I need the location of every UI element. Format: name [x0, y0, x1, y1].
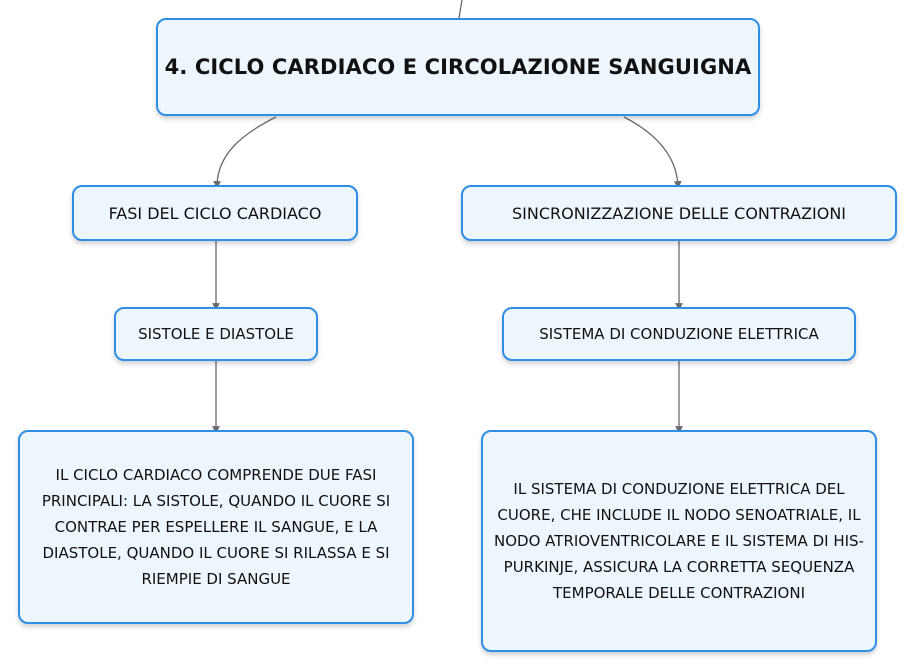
root-topic[interactable]: 4. CICLO CARDIACO E CIRCOLAZIONE SANGUIG… — [156, 18, 760, 116]
detail-sistole-diastole[interactable]: IL CICLO CARDIACO COMPRENDE DUE FASI PRI… — [18, 430, 414, 624]
topic-sincronizzazione-contrazioni[interactable]: SINCRONIZZAZIONE DELLE CONTRAZIONI — [461, 185, 897, 241]
connector-from-parent — [458, 0, 463, 19]
subtopic-sistole-diastole[interactable]: SISTOLE E DIASTOLE — [114, 307, 318, 361]
subtopic-label: SISTOLE E DIASTOLE — [138, 325, 294, 343]
topic-label: FASI DEL CICLO CARDIACO — [108, 203, 322, 223]
topic-label: SINCRONIZZAZIONE DELLE CONTRAZIONI — [511, 203, 847, 223]
connector-root-to-fasi — [213, 116, 277, 189]
detail-text: IL SISTEMA DI CONDUZIONE ELETTRICA DEL C… — [494, 480, 864, 602]
root-topic-label: 4. CICLO CARDIACO E CIRCOLAZIONE SANGUIG… — [164, 55, 752, 79]
topic-fasi-ciclo-cardiaco[interactable]: FASI DEL CICLO CARDIACO — [72, 185, 358, 241]
subtopic-label: SISTEMA DI CONDUZIONE ELETTRICA — [539, 325, 819, 343]
subtopic-sistema-conduzione[interactable]: SISTEMA DI CONDUZIONE ELETTRICA — [502, 307, 856, 361]
detail-sistema-conduzione[interactable]: IL SISTEMA DI CONDUZIONE ELETTRICA DEL C… — [481, 430, 877, 652]
detail-text: IL CICLO CARDIACO COMPRENDE DUE FASI PRI… — [41, 466, 391, 588]
connector-root-to-sincro — [623, 116, 682, 189]
